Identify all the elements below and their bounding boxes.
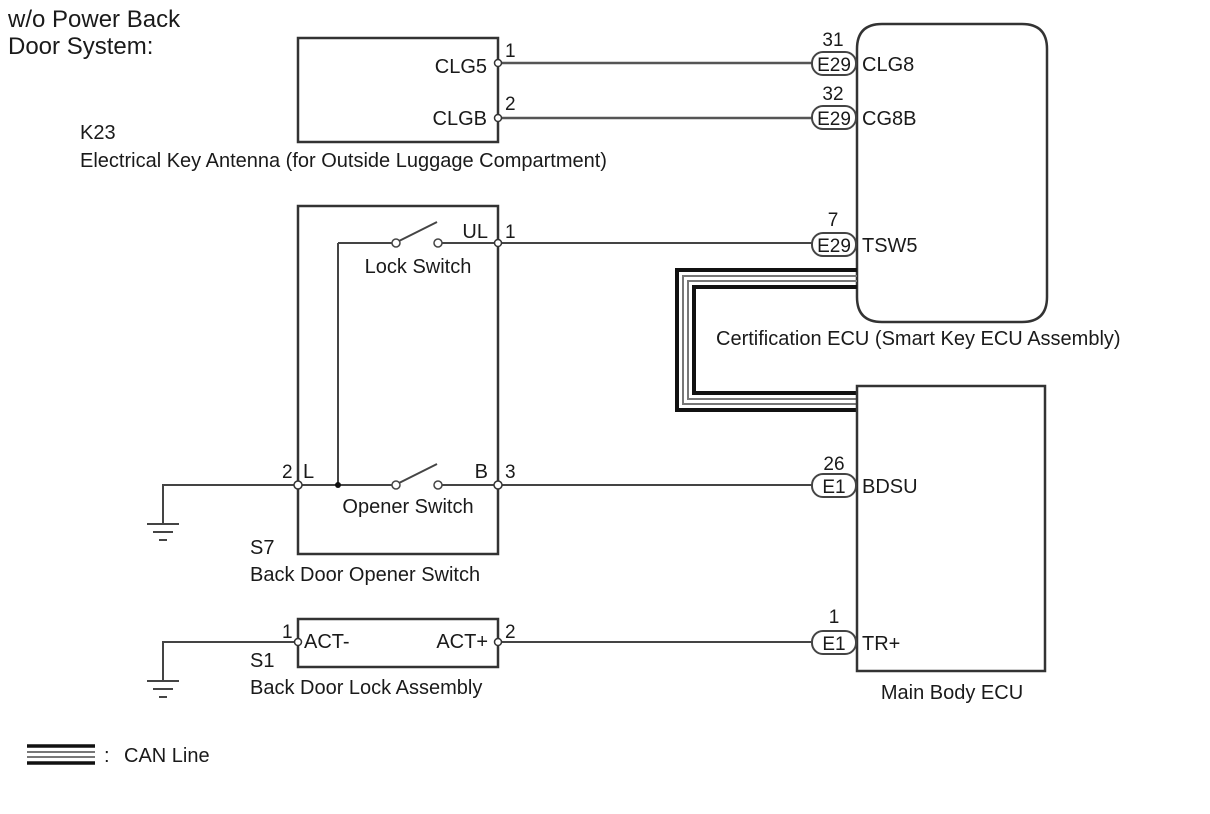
s7-box [296,204,500,556]
connector-e29-31 [811,51,857,76]
s7-opener-switch: UL 1 Lock Switch Opener Switch 2 L B 3 S… [250,204,516,586]
legend-separator: : [104,745,110,767]
can-line-inner [692,285,857,395]
mbecu-terminal-bdsu: BDSU [862,476,918,498]
lock-switch-lever [398,221,438,242]
k23-box [296,36,500,144]
s7-name: Back Door Opener Switch [250,564,480,586]
s7-pin-2: 2 [282,462,293,483]
s1-name: Back Door Lock Assembly [250,677,482,699]
cert-ecu-box [855,22,1049,324]
title-line-1: w/o Power Back [7,6,181,33]
cert-pin-7: 7 [828,210,839,231]
terminal-node [493,637,503,647]
k23-name: Electrical Key Antenna (for Outside Lugg… [80,150,607,172]
k23-terminal-clg5: CLG5 [435,56,487,78]
s7-terminal-b: B [475,461,488,483]
wire-actminus-ground [162,641,298,680]
connector-label: E29 [817,236,851,257]
terminal-node [493,58,503,68]
connector-label: E1 [822,634,845,655]
k23-code: K23 [80,122,116,144]
s1-terminal-act-minus: ACT- [304,631,350,653]
main-body-ecu: 26 E1 BDSU 1 E1 TR+ Main Body ECU [811,384,1047,704]
mbecu-terminal-trplus: TR+ [862,633,900,655]
lock-switch-label: Lock Switch [365,256,472,278]
s7-code: S7 [250,537,274,559]
k23-pin-2: 2 [505,94,516,115]
cert-terminal-clg8: CLG8 [862,54,914,76]
connector-label: E29 [817,109,851,130]
main-body-ecu-name: Main Body ECU [881,682,1023,704]
can-bus [675,268,857,412]
terminal-node [493,113,503,123]
terminal-node [293,637,303,647]
mbecu-pin-1: 1 [829,607,840,628]
mbecu-pin-26: 26 [823,454,844,475]
legend: : CAN Line [27,744,210,767]
switch-contact [391,480,401,490]
s7-pin-3: 3 [505,462,516,483]
terminal-node [493,238,503,248]
cert-pin-31: 31 [822,30,843,51]
can-line-mid-2 [687,280,857,400]
connector-e29-7 [811,232,857,257]
cert-ecu-name: Certification ECU (Smart Key ECU Assembl… [716,328,1121,350]
k23-terminal-clgb: CLGB [433,108,487,130]
cert-pin-32: 32 [822,84,843,105]
opener-switch-label: Opener Switch [342,496,473,518]
k23-antenna: CLG5 1 CLGB 2 K23 Electrical Key Antenna… [80,36,607,172]
s7-terminal-l: L [303,461,314,483]
terminal-node [293,480,303,490]
legend-can-line: CAN Line [124,745,210,767]
connector-e29-32 [811,105,857,130]
can-line-mid-1 [682,275,857,405]
switch-contact [433,480,443,490]
certification-ecu: 31 E29 CLG8 32 E29 CG8B 7 E29 TSW5 Certi… [716,22,1121,350]
switch-contact [433,238,443,248]
s7-pin-1: 1 [505,222,516,243]
connector-label: E29 [817,55,851,76]
s1-lock-assembly: 1 ACT- ACT+ 2 S1 Back Door Lock Assembly [250,617,516,699]
s1-terminal-act-plus: ACT+ [436,631,488,653]
s1-pin-2: 2 [505,622,516,643]
s7-terminal-ul: UL [462,221,488,243]
wire-l-ground [162,484,298,523]
can-line-legend-icon [27,744,95,765]
title-line-2: Door System: [8,33,153,60]
ground-icon [147,680,179,698]
cert-terminal-tsw5: TSW5 [862,235,918,257]
can-line-outer [675,268,857,412]
s1-code: S1 [250,650,274,672]
switch-contact [391,238,401,248]
ground-icon [147,523,179,541]
cert-terminal-cg8b: CG8B [862,108,916,130]
terminal-node [493,480,503,490]
s1-pin-1: 1 [282,622,293,643]
connector-label: E1 [822,477,845,498]
k23-pin-1: 1 [505,41,516,62]
opener-switch-lever [398,463,438,484]
main-body-ecu-box [855,384,1047,673]
junction-dot [335,482,341,488]
